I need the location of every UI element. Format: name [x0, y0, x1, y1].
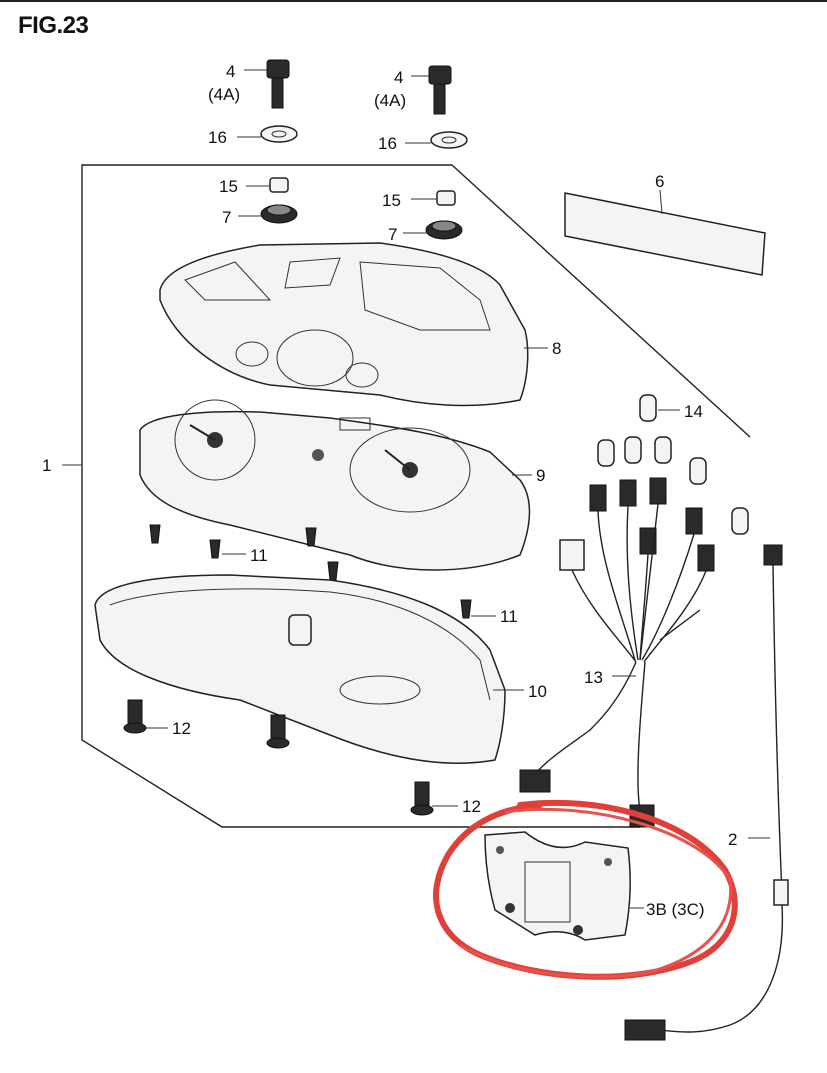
grommet-7-right [425, 220, 463, 240]
meter-case-10 [94, 574, 506, 764]
washer-16-right [430, 131, 468, 149]
assembly-boundary-diagonal [451, 164, 751, 438]
screw-12 [123, 699, 434, 816]
callout-14: 14 [684, 402, 703, 421]
meter-cover-8 [159, 242, 529, 407]
callout-1: 1 [42, 456, 51, 475]
assembly-boundary [81, 164, 640, 828]
callout-4-right: 4 [394, 68, 403, 87]
callout-3b-3c: 3B (3C) [646, 900, 705, 919]
callout-6: 6 [655, 172, 664, 191]
callout-16-right: 16 [378, 134, 397, 153]
callout-8: 8 [552, 339, 561, 358]
bolt-4-right [428, 65, 452, 115]
callout-4a-left: (4A) [208, 85, 240, 104]
callout-11-upper: 11 [250, 546, 268, 565]
leader-lines [62, 69, 770, 909]
callout-2: 2 [728, 830, 737, 849]
washer-16-left [260, 125, 298, 143]
collar-15-left [269, 177, 289, 193]
screw-11 [149, 524, 472, 619]
callout-7-left: 7 [222, 208, 231, 227]
callout-12-right: 12 [462, 797, 481, 816]
callout-12-left: 12 [172, 719, 191, 738]
collar-15-right [436, 190, 456, 206]
callout-15-left: 15 [219, 177, 238, 196]
bolt-4-left [266, 59, 290, 109]
bracket-3b [484, 831, 631, 941]
callout-4-left: 4 [226, 62, 235, 81]
wire-harness-13 [519, 477, 715, 828]
callout-7-right: 7 [388, 225, 397, 244]
callout-4a-right: (4A) [374, 91, 406, 110]
callout-13: 13 [584, 668, 603, 687]
callout-15-right: 15 [382, 191, 401, 210]
callout-16-left: 16 [208, 128, 227, 147]
callout-10: 10 [528, 682, 547, 701]
callout-11-lower: 11 [500, 607, 518, 626]
meter-assembly-9 [139, 399, 531, 571]
callout-9: 9 [536, 466, 545, 485]
speedometer-cable-2 [624, 544, 789, 1041]
figure-title: FIG.23 [18, 12, 89, 39]
bulb-sockets-14 [597, 394, 749, 535]
grommet-7-left [260, 204, 298, 224]
label-strip-6 [564, 192, 766, 276]
